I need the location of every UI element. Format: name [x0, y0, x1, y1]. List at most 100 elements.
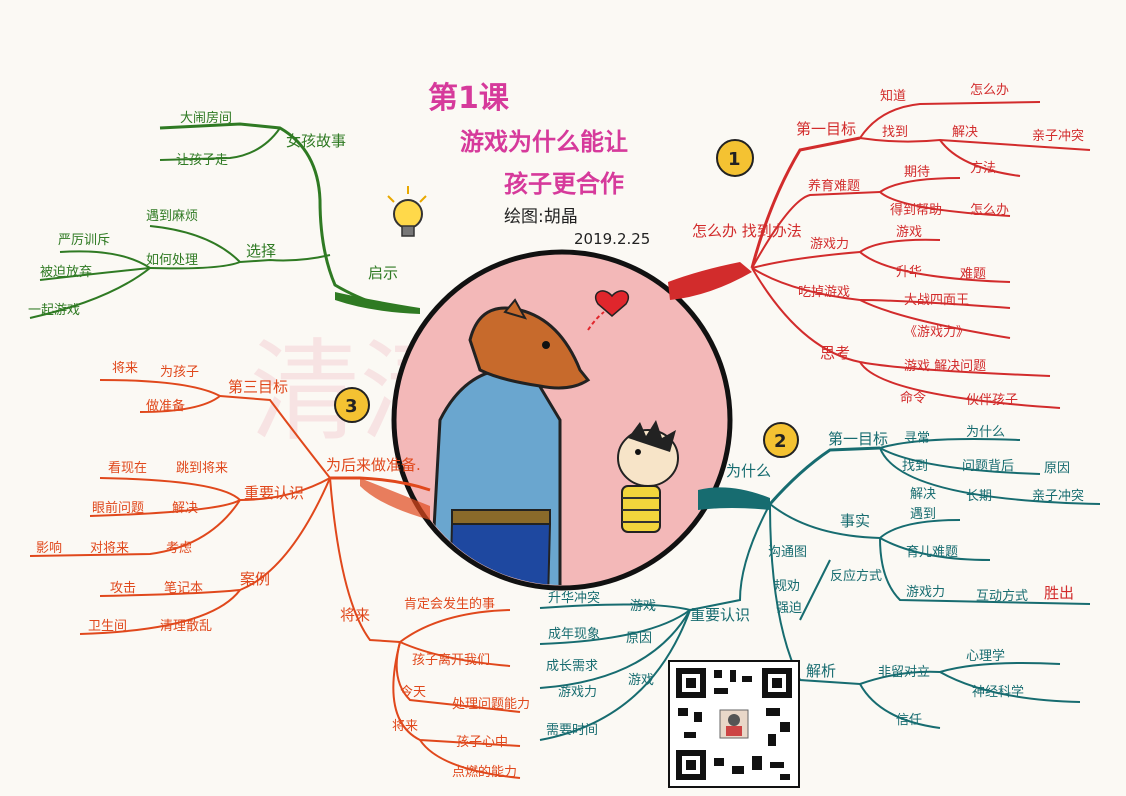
node-meet: 遇到 — [910, 507, 936, 522]
node-game: 游戏 — [896, 225, 922, 240]
node-why-what: 寻常 — [904, 431, 930, 446]
node-certain: 肯定会发生的事 — [404, 596, 495, 612]
node-order: 命令 — [900, 390, 926, 406]
node-view-reason: 原因 — [626, 631, 652, 646]
lightbulb-icon — [387, 186, 427, 237]
node-why-main: 为什么 — [726, 462, 771, 480]
node-look: 看现在 — [108, 460, 147, 476]
node-think-solve: 游戏 解决问题 — [904, 359, 986, 374]
node-why-goal: 第一目标 — [828, 430, 888, 448]
node-choice-sub-2: 如何处理 — [146, 252, 198, 268]
node-take: 孩子离开我们 — [412, 652, 490, 668]
node-parenting: 养育难题 — [808, 178, 860, 194]
node-force: 强迫 — [776, 601, 802, 616]
node-jump: 跳到将来 — [176, 461, 228, 476]
node-why-why: 为什么 — [966, 425, 1005, 440]
node-win: 胜出 — [1044, 584, 1074, 602]
node-method-goal: 第一目标 — [796, 120, 856, 138]
node-play: 吃掉游戏 — [798, 284, 850, 300]
node-choice-sub-1: 遇到麻烦 — [146, 209, 198, 224]
node-hope: 点燃的能力 — [452, 764, 517, 780]
node-eat: 大战四面王 — [904, 293, 969, 308]
node-future-2: 将来 — [392, 719, 418, 734]
branch-inspiration: 启示 女孩故事 大闹房间 让孩子走 选择 遇到麻烦 如何处理 严厉训斥 被迫放弃… — [28, 110, 420, 319]
node-fact-parenting: 育儿难题 — [906, 544, 958, 560]
node-story-item-2: 让孩子走 — [176, 153, 228, 168]
date: 2019.2.25 — [574, 230, 650, 248]
node-why-long: 长期 — [966, 489, 992, 504]
node-expect: 期待 — [904, 165, 930, 180]
node-tidy: 清理散乱 — [160, 619, 212, 634]
title-line-1: 游戏为什么能让 — [460, 128, 628, 156]
node-neuro: 神经科学 — [972, 684, 1024, 700]
node-choice-item-1: 严厉训斥 — [58, 233, 110, 248]
node-conflict: 亲子冲突 — [1032, 128, 1084, 144]
author: 绘图:胡晶 — [504, 207, 578, 227]
node-hard: 难题 — [960, 267, 986, 282]
node-rule: 规劝 — [774, 579, 800, 594]
node-prepare-future: 将来 — [112, 361, 138, 376]
node-prepare-ready: 做准备 — [146, 398, 185, 414]
node-view-game-2: 游戏 — [628, 673, 654, 688]
node-book: 《游戏力》 — [904, 325, 969, 340]
node-method-main: 怎么办 找到办法 — [692, 222, 802, 240]
node-view-solve: 解决 — [172, 501, 198, 516]
node-choice-item-2: 被迫放弃 — [40, 265, 92, 280]
node-why-conflict: 亲子冲突 — [1032, 488, 1084, 504]
node-attack: 攻击 — [110, 581, 136, 596]
node-eye: 眼前问题 — [92, 500, 144, 516]
badge-number-2: 2 — [774, 431, 787, 452]
center-illustration — [391, 249, 733, 591]
node-view-adult: 成年现象 — [548, 627, 600, 642]
lesson-number: 第1课 — [428, 81, 510, 116]
node-handle: 处理问题能力 — [452, 697, 530, 712]
node-child-heart: 孩子心中 — [456, 735, 508, 750]
node-interact: 互动方式 — [976, 588, 1028, 604]
node-view-child: 成长需求 — [546, 659, 598, 674]
node-fact-power: 游戏力 — [906, 585, 945, 600]
node-why-find: 找到 — [902, 459, 928, 474]
node-why-solve: 解决 — [910, 487, 936, 502]
node-analysis-play: 非留对立 — [878, 665, 930, 680]
node-solve: 解决 — [952, 125, 978, 140]
node-method: 方法 — [970, 160, 996, 176]
node-view-future: 对将来 — [90, 541, 129, 556]
node-prepare-main: 为后来做准备. — [326, 456, 421, 474]
node-view-think: 考虑 — [166, 541, 192, 556]
node-partner: 伙伴孩子 — [966, 393, 1018, 408]
node-mode: 反应方式 — [830, 568, 882, 584]
node-find: 找到 — [882, 125, 908, 140]
node-today: 今天 — [400, 684, 426, 700]
node-prepare-goal: 第三目标 — [228, 378, 288, 396]
node-why-cause: 问题背后 — [962, 459, 1014, 474]
node-analysis: 解析 — [806, 662, 836, 680]
node-get-help: 得到帮助 — [890, 202, 942, 218]
branch-prepare: 3 为后来做准备. 第三目标 将来 为孩子 做准备 重要认识 看现在 跳到将来 … — [29, 361, 530, 780]
node-view-power: 游戏力 — [558, 685, 597, 700]
node-choice-item-3: 一起游戏 — [28, 303, 80, 318]
node-case: 案例 — [240, 570, 270, 588]
node-choice: 选择 — [246, 242, 276, 260]
node-notebook: 笔记本 — [164, 580, 203, 596]
node-view-conflict: 升华冲突 — [548, 590, 600, 606]
node-story: 女孩故事 — [286, 132, 346, 150]
node-know: 知道 — [880, 88, 906, 104]
node-believe: 信任 — [896, 713, 922, 728]
node-why-reason: 原因 — [1044, 461, 1070, 476]
branch-why: 2 为什么 第一目标 寻常 为什么 找到 问题背后 原因 解决 长期 亲子冲突 … — [539, 422, 1101, 741]
node-comm: 沟通图 — [768, 545, 807, 560]
qr-code-icon — [668, 660, 800, 788]
title-line-2: 孩子更合作 — [504, 170, 624, 198]
node-inspiration: 启示 — [368, 264, 398, 282]
heart-icon — [594, 290, 630, 317]
node-impact: 影响 — [36, 540, 62, 556]
badge-number-3: 3 — [345, 396, 358, 417]
node-how: 怎么办 — [970, 83, 1009, 98]
node-upgrade: 升华 — [896, 265, 922, 280]
node-prepare-future-branch: 将来 — [340, 606, 370, 624]
node-toilet: 卫生间 — [88, 619, 127, 634]
badge-number-1: 1 — [728, 149, 741, 170]
node-prepare-child: 为孩子 — [160, 365, 199, 380]
node-why-view: 重要认识 — [690, 606, 750, 624]
node-prepare-view: 重要认识 — [244, 484, 304, 502]
